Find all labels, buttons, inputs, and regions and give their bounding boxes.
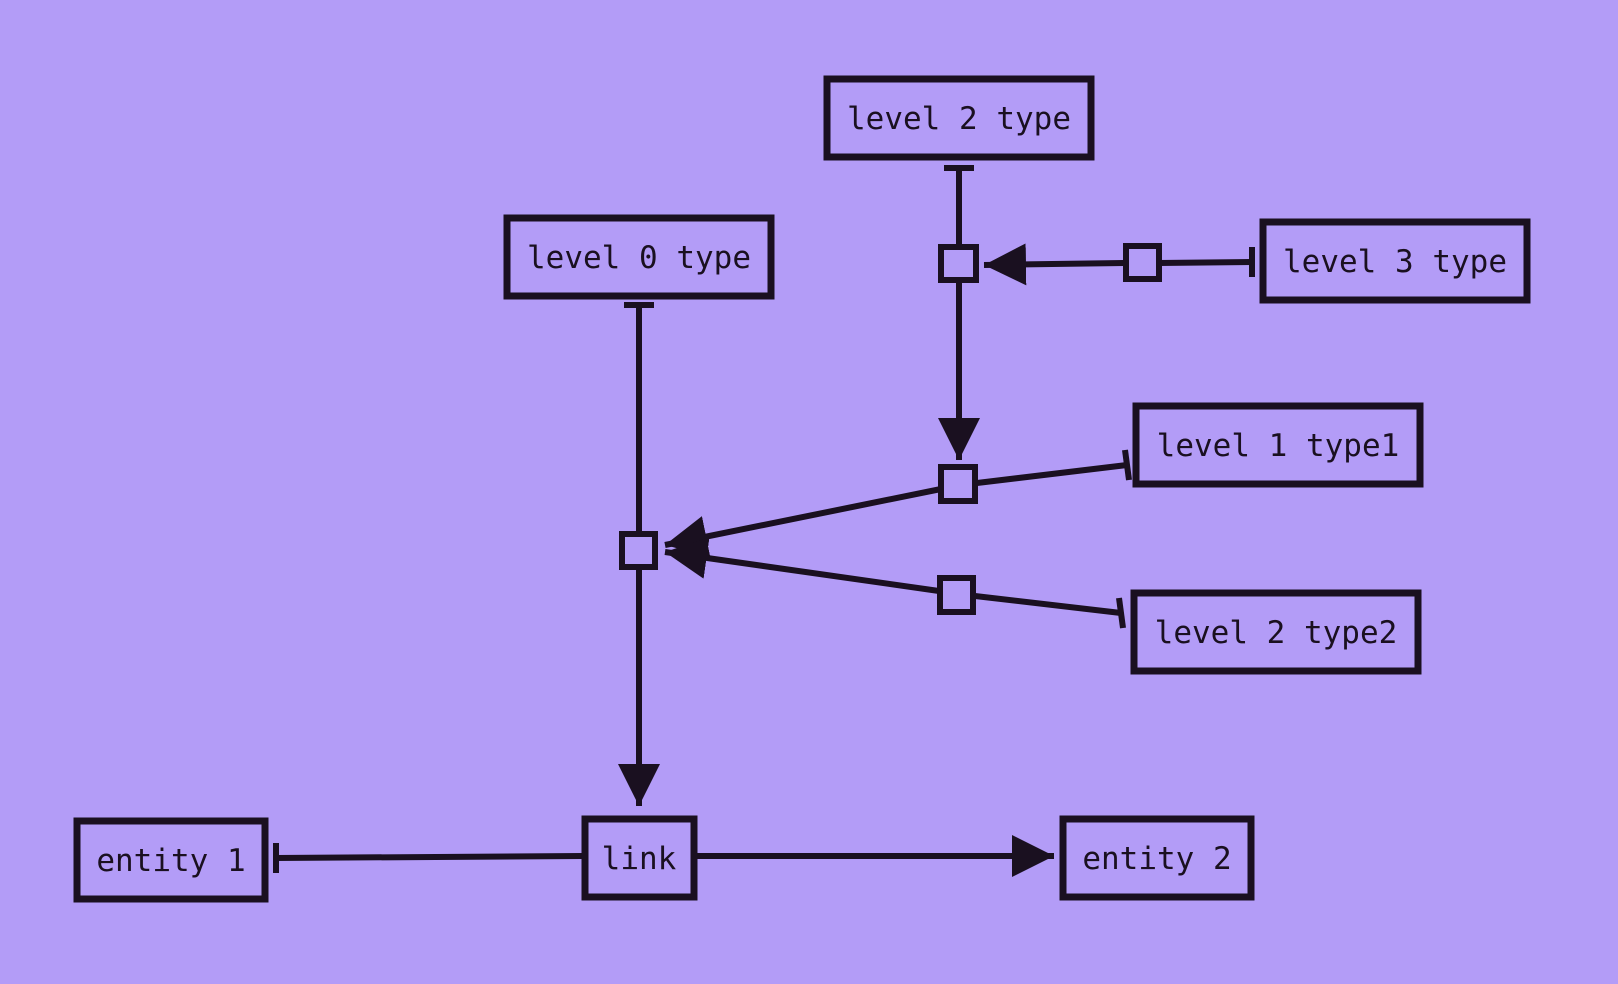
junction-level3 [1123, 243, 1162, 282]
edge-level1-to-junction-mid [976, 462, 1128, 486]
node-entity1[interactable]: entity 1 [73, 817, 269, 903]
node-level0-type-label: level 0 type [527, 240, 751, 276]
edge-tail-bar [1116, 597, 1126, 629]
node-link[interactable]: link [581, 815, 698, 901]
node-link-label: link [602, 841, 677, 877]
edge-link-to-entity1 [275, 853, 584, 861]
node-entity1-label: entity 1 [96, 843, 245, 879]
node-level3-type-label: level 3 type [1283, 244, 1507, 280]
junction-lower [937, 575, 976, 615]
edge-level3-arrow-segment [983, 243, 1125, 286]
node-level2-type2[interactable]: level 2 type2 [1130, 589, 1422, 675]
junction-top [938, 244, 979, 283]
edge-tail-bar [1122, 449, 1132, 481]
edge-level3-to-junction-top [1158, 259, 1253, 266]
junctions [619, 243, 1162, 615]
node-level3-type[interactable]: level 3 type [1259, 218, 1531, 304]
edges [273, 165, 1255, 877]
edge-level2-type2-to-junction-lower [974, 593, 1122, 616]
node-entity2[interactable]: entity 2 [1059, 815, 1255, 901]
edge-junction-lower-to-junction-left [664, 537, 940, 594]
node-level2-type[interactable]: level 2 type [823, 75, 1095, 161]
node-entity2-label: entity 2 [1082, 841, 1231, 877]
junction-left [619, 531, 658, 570]
node-level0-type[interactable]: level 0 type [503, 214, 775, 300]
edge-junction-mid-to-junction-left [664, 486, 942, 558]
node-level1-type1[interactable]: level 1 type1 [1132, 402, 1424, 488]
node-level1-type1-label: level 1 type1 [1157, 428, 1400, 464]
node-level2-type2-label: level 2 type2 [1155, 615, 1398, 651]
node-level2-type-label: level 2 type [847, 101, 1071, 137]
junction-mid [938, 464, 978, 504]
